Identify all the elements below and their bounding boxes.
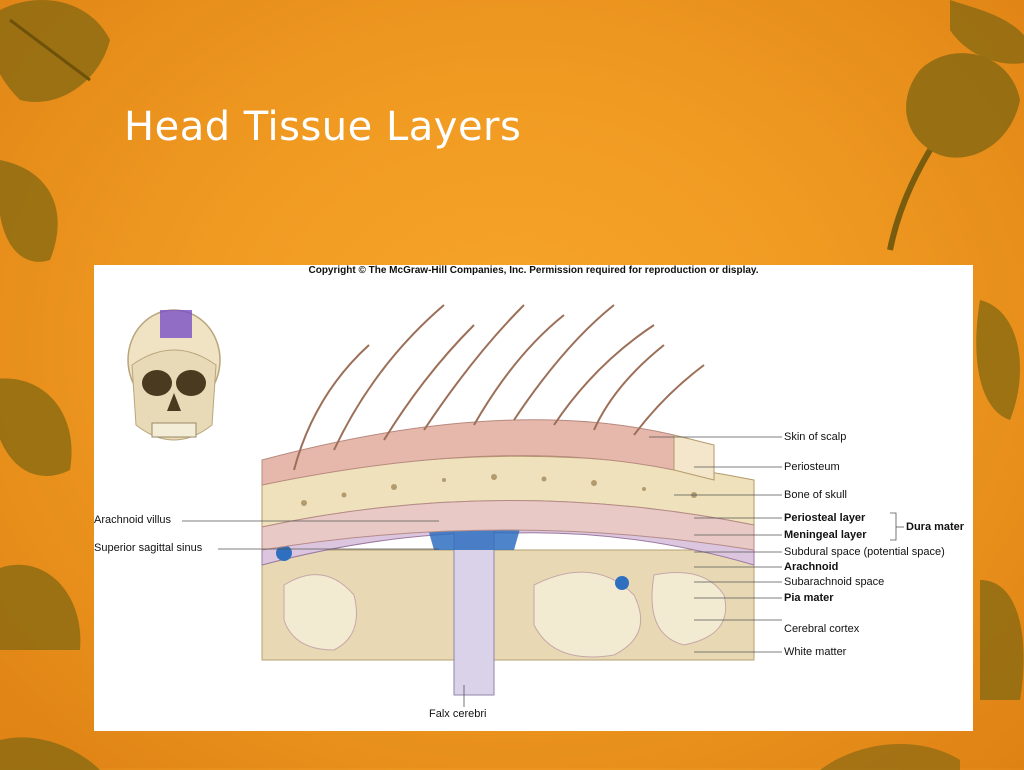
label-superior-sagittal-sinus: Superior sagittal sinus <box>94 542 203 554</box>
label-arachnoid-villus: Arachnoid villus <box>94 514 172 526</box>
leaf-decoration-left <box>0 160 81 650</box>
brain-block <box>261 507 755 696</box>
anatomy-figure: Copyright © The McGraw-Hill Companies, I… <box>94 265 973 731</box>
leaf-decoration-top-left <box>0 0 110 102</box>
label-skin-of-scalp: Skin of scalp <box>784 431 847 443</box>
slide-title: Head Tissue Layers <box>124 104 522 150</box>
leaf-decoration-bottom <box>0 737 960 770</box>
label-subarachnoid-space: Subarachnoid space <box>784 576 885 588</box>
label-periosteal-layer: Periosteal layer <box>784 512 866 524</box>
leaf-decoration-top-right <box>887 0 1024 251</box>
label-cerebral-cortex: Cerebral cortex <box>784 623 860 635</box>
leaf-decoration-right <box>976 300 1024 700</box>
label-dura-mater: Dura mater <box>906 521 965 533</box>
label-periosteum: Periosteum <box>784 461 840 473</box>
label-arachnoid: Arachnoid <box>784 561 839 573</box>
label-white-matter: White matter <box>784 646 847 658</box>
label-pia-mater: Pia mater <box>784 592 834 604</box>
label-subdural-space: Subdural space (potential space) <box>784 546 945 558</box>
label-meningeal-layer: Meningeal layer <box>784 529 867 541</box>
copyright-notice: Copyright © The McGraw-Hill Companies, I… <box>308 265 759 276</box>
label-falx-cerebri: Falx cerebri <box>429 708 487 720</box>
skull-icon <box>127 309 221 441</box>
label-bone-of-skull: Bone of skull <box>784 489 847 501</box>
meninges-illustration <box>127 304 904 707</box>
